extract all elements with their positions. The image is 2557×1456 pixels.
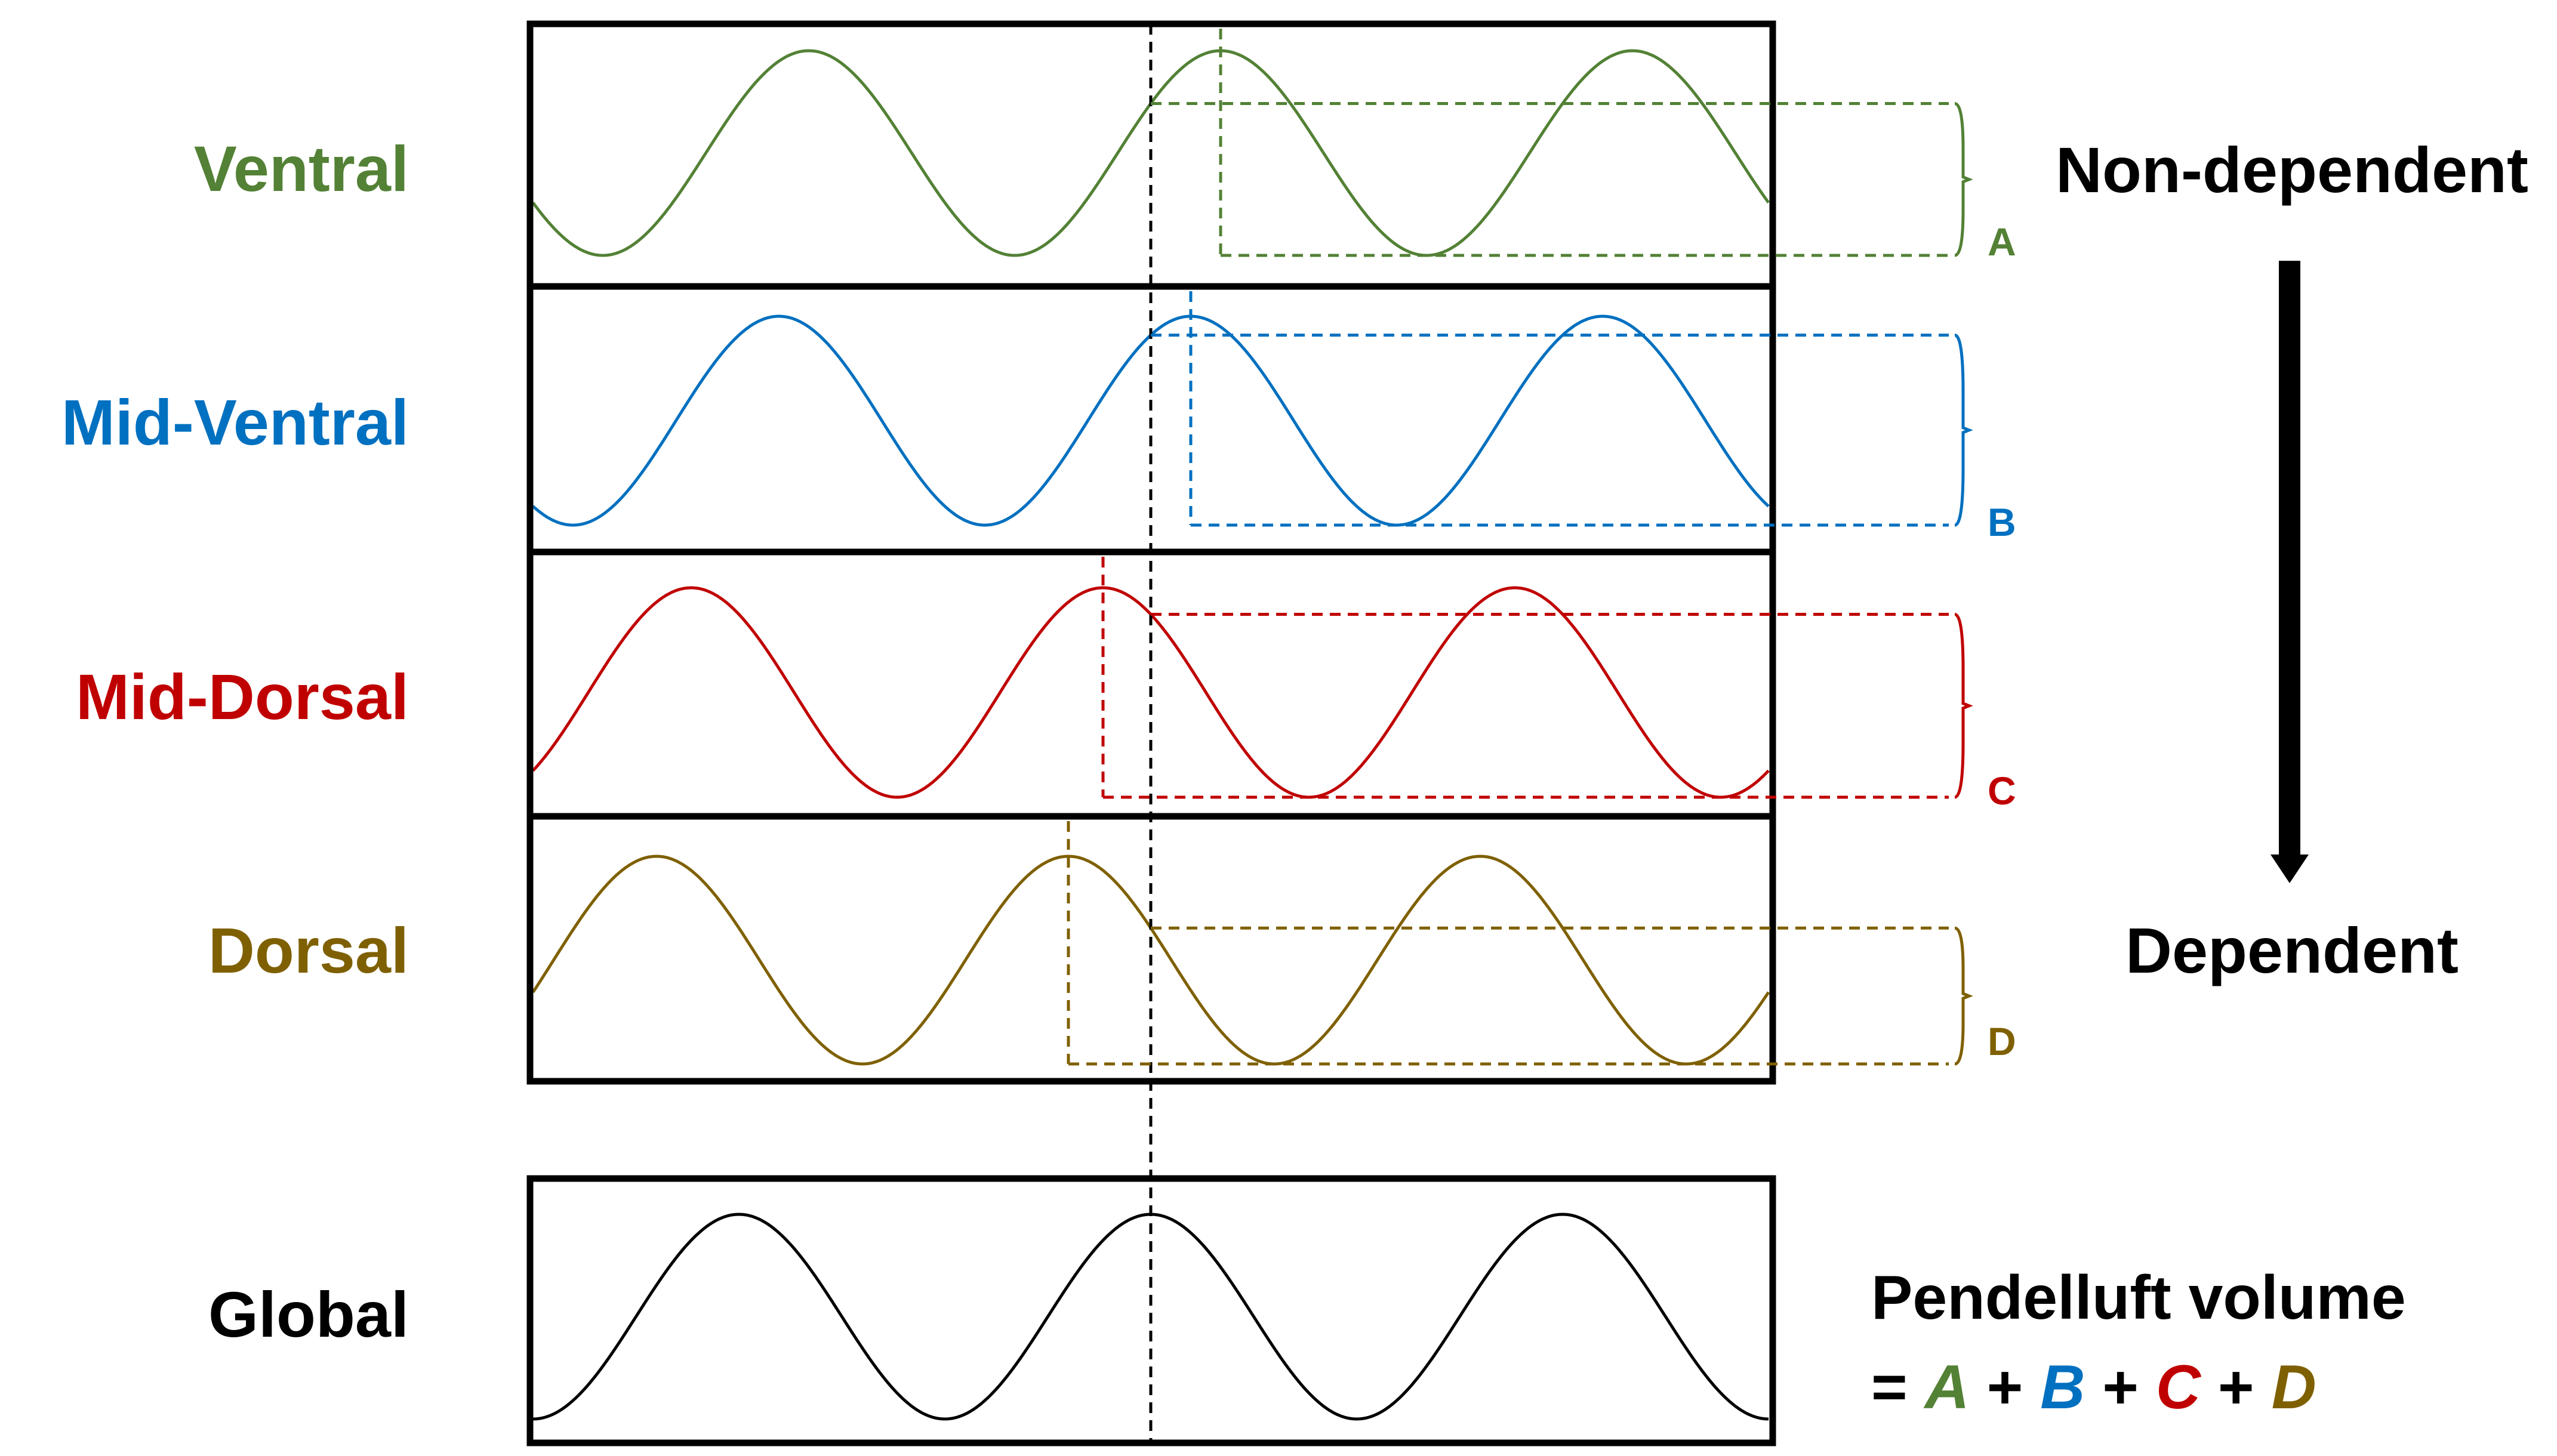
- bracket-label-b: B: [1988, 500, 2016, 544]
- formula-plus: +: [2085, 1353, 2156, 1422]
- mid-dorsal-bracket: [1954, 613, 1973, 799]
- pendelluft-volume-label: Pendelluft volume: [1871, 1263, 2406, 1332]
- bracket-label-a: A: [1988, 220, 2016, 264]
- formula-term-d: D: [2272, 1353, 2316, 1422]
- formula-equals: =: [1871, 1353, 1925, 1422]
- formula-plus: +: [1970, 1353, 2041, 1422]
- non-dependent-label: Non-dependent: [2056, 134, 2528, 206]
- dorsal-label: Dorsal: [208, 914, 409, 986]
- global-label: Global: [208, 1278, 409, 1350]
- pendelluft-formula: = A + B + C + D: [1871, 1353, 2316, 1422]
- mid-ventral-bracket: [1954, 334, 1973, 527]
- dependent-label: Dependent: [2125, 914, 2459, 986]
- formula-term-b: B: [2040, 1353, 2085, 1422]
- dorsal-bracket: [1954, 926, 1973, 1066]
- ventral-bracket: [1954, 101, 1973, 257]
- waveform-panels: [526, 20, 1973, 1446]
- formula-term-c: C: [2156, 1353, 2202, 1422]
- bracket-label-c: C: [1988, 769, 2016, 813]
- formula-plus: +: [2201, 1353, 2272, 1422]
- ventral-label: Ventral: [194, 132, 409, 205]
- mid-dorsal-label: Mid-Dorsal: [76, 661, 409, 733]
- dependency-arrow: [2271, 261, 2309, 883]
- bracket-label-d: D: [1988, 1019, 2016, 1063]
- mid-ventral-label: Mid-Ventral: [61, 386, 409, 458]
- formula-term-a: A: [1923, 1353, 1970, 1422]
